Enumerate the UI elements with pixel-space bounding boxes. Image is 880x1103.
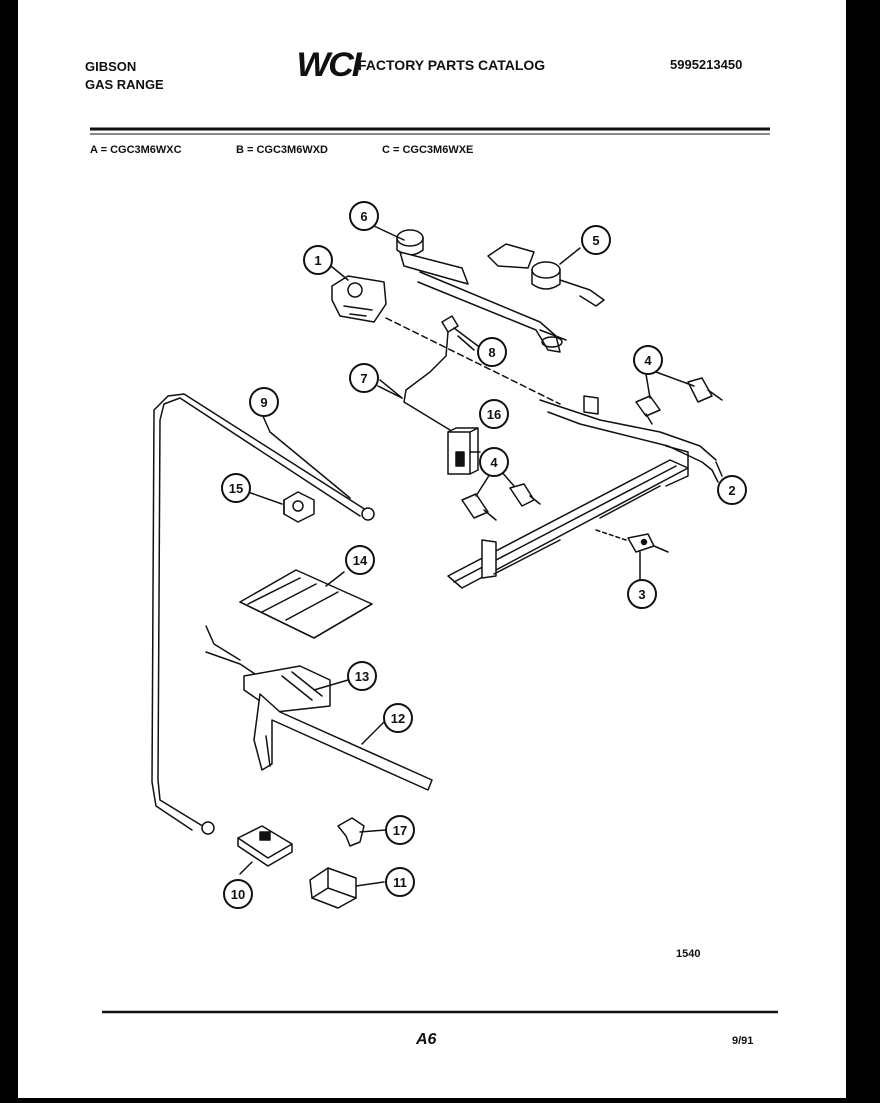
callout-circle-9 (249, 387, 279, 417)
model-a: A = CGC3M6WXC (90, 144, 182, 156)
part-4-orifice-upper (635, 377, 723, 425)
callout-14: 14 (353, 553, 368, 568)
callout-9: 9 (260, 395, 267, 410)
callout-circle-13 (347, 661, 377, 691)
callout-1: 1 (314, 253, 321, 268)
callout-5: 5 (592, 233, 599, 248)
part-15-nut (283, 491, 315, 523)
callout-2: 2 (728, 483, 735, 498)
callout-circle-6 (349, 201, 379, 231)
brand-block: GIBSON GAS RANGE (85, 58, 164, 94)
callout-circle-15 (221, 473, 251, 503)
part-14-shield (239, 569, 373, 639)
callout-circle-8 (477, 337, 507, 367)
callout-12: 12 (391, 711, 405, 726)
part-7-tube (379, 331, 451, 431)
part-1-valve (331, 275, 561, 405)
callout-16: 16 (487, 407, 501, 422)
catalog-title: FACTORY PARTS CATALOG (358, 57, 546, 73)
model-c: C = CGC3M6WXE (382, 144, 474, 156)
part-12-burner (253, 693, 433, 791)
part-2-manifold (447, 395, 723, 589)
callout-circle-5 (581, 225, 611, 255)
callout-3: 3 (638, 587, 645, 602)
callout-circle-10 (223, 879, 253, 909)
part-9-tube (151, 393, 375, 835)
part-6-burner-assembly (396, 229, 567, 353)
part-3-bracket (595, 529, 669, 583)
callout-6: 6 (360, 209, 367, 224)
callout-circle-7 (349, 363, 379, 393)
callout-circle-3 (627, 579, 657, 609)
callout-circle-4b (479, 447, 509, 477)
callout-10: 10 (231, 887, 245, 902)
callout-11: 11 (393, 875, 407, 890)
part-4-orifice-middle (461, 483, 541, 521)
callout-circle-14 (345, 545, 375, 575)
catalog-number: 5995213450 (670, 57, 743, 72)
callout-circle-16 (479, 399, 509, 429)
callout-circle-2 (717, 475, 747, 505)
wci-logo: WCI (296, 46, 361, 84)
figure-number: 1540 (676, 948, 701, 960)
callout-4b: 4 (490, 455, 498, 470)
callout-8: 8 (488, 345, 495, 360)
callout-circle-17 (385, 815, 415, 845)
part-17-clip (337, 817, 365, 847)
part-8-fitting (441, 315, 479, 347)
callout-17: 17 (393, 823, 407, 838)
callout-circle-12 (383, 703, 413, 733)
page-number: A6 (416, 1031, 437, 1048)
part-13-igniter (205, 625, 331, 713)
callout-circle-11 (385, 867, 415, 897)
part-16-switch (447, 427, 479, 475)
catalog-page (18, 0, 846, 1098)
callout-circle-4a (633, 345, 663, 375)
callout-13: 13 (355, 669, 369, 684)
callout-circle-1 (303, 245, 333, 275)
callout-15: 15 (229, 481, 243, 496)
part-11-bracket (309, 867, 357, 909)
revision-date: 9/91 (732, 1035, 754, 1047)
part-10-block (237, 825, 293, 867)
callout-4a: 4 (644, 353, 652, 368)
callout-7: 7 (360, 371, 367, 386)
part-5-burner-assembly (487, 243, 605, 307)
product-type: GAS RANGE (85, 77, 164, 92)
model-b: B = CGC3M6WXD (236, 144, 328, 156)
brand-name: GIBSON (85, 59, 137, 74)
